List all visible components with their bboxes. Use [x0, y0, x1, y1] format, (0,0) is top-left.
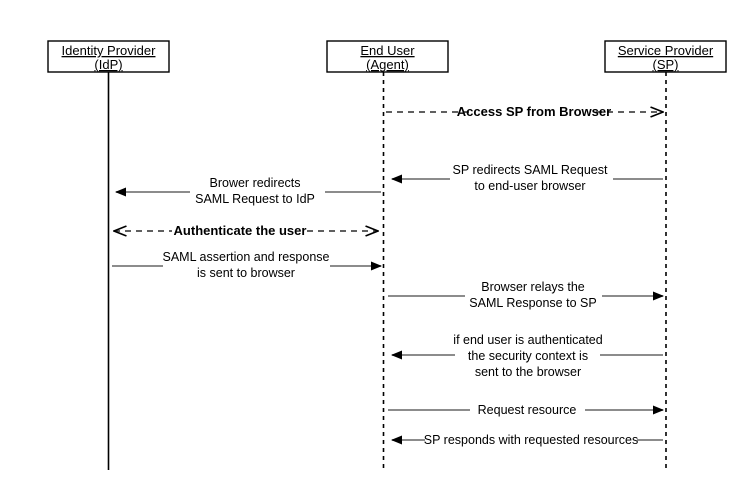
message-label-line-1: Authenticate the user	[174, 223, 307, 238]
message-label-line-1: SP redirects SAML Request	[453, 163, 608, 177]
message-access-sp-from-browser[interactable]: Access SP from Browser	[386, 104, 663, 119]
message-label-line-2: SAML Request to IdP	[195, 192, 315, 206]
message-label-line-1: Access SP from Browser	[457, 104, 611, 119]
message-label-line-2: the security context is	[468, 349, 588, 363]
actor-sp-line1: Service Provider	[618, 43, 714, 58]
message-label-line-2: is sent to browser	[197, 266, 295, 280]
message-sp-redirects-saml-request[interactable]: SP redirects SAML Request to end-user br…	[391, 163, 663, 193]
message-label-line-3: sent to the browser	[475, 365, 581, 379]
actor-idp-line1: Identity Provider	[62, 43, 157, 58]
message-authenticate-the-user[interactable]: Authenticate the user	[114, 223, 378, 238]
actor-idp-line2: (IdP)	[94, 57, 122, 72]
message-label-line-2: SAML Response to SP	[469, 296, 596, 310]
actor-sp-line2: (SP)	[653, 57, 679, 72]
message-saml-assertion-and-response[interactable]: SAML assertion and response is sent to b…	[112, 250, 382, 280]
actor-header-idp[interactable]: Identity Provider (IdP)	[47, 40, 170, 73]
message-request-resource[interactable]: Request resource	[388, 403, 664, 417]
message-security-context-sent-to-browser[interactable]: if end user is authenticated the securit…	[391, 333, 663, 379]
message-sp-responds-with-requested-resources[interactable]: SP responds with requested resources	[391, 433, 663, 447]
message-label-line-1: Request resource	[478, 403, 577, 417]
actor-header-enduser[interactable]: End User (Agent)	[326, 40, 449, 73]
message-label-line-1: Browser relays the	[481, 280, 585, 294]
message-browser-relays-saml-response[interactable]: Browser relays the SAML Response to SP	[388, 280, 664, 310]
message-label-line-1: SAML assertion and response	[163, 250, 330, 264]
message-browser-redirects-saml-request-to-idp[interactable]: Brower redirects SAML Request to IdP	[115, 176, 381, 206]
message-label-line-2: to end-user browser	[474, 179, 585, 193]
message-label-line-1: Brower redirects	[210, 176, 301, 190]
actor-enduser-line1: End User	[360, 43, 415, 58]
message-label-line-1: SP responds with requested resources	[424, 433, 638, 447]
message-label-line-1: if end user is authenticated	[453, 333, 602, 347]
actor-enduser-line2: (Agent)	[366, 57, 409, 72]
actor-header-sp[interactable]: Service Provider (SP)	[604, 40, 727, 73]
